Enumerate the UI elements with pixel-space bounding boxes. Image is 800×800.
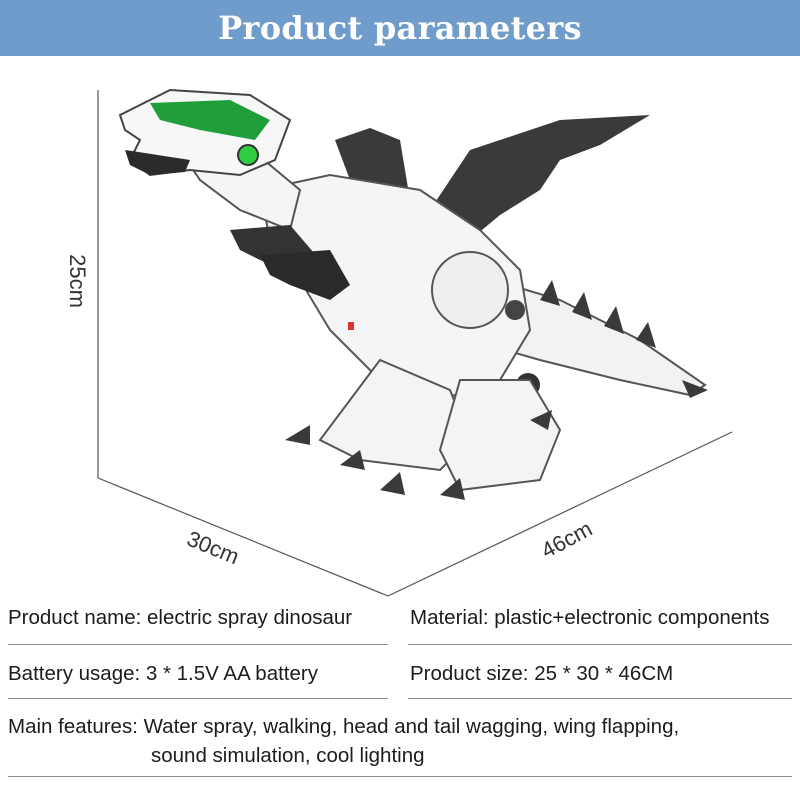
- product-name-text: Product name: electric spray dinosaur: [8, 606, 353, 629]
- header-banner: Product parameters: [0, 0, 800, 56]
- eye-light: [237, 144, 259, 166]
- battery-text: Battery usage: 3 * 1.5V AA battery: [8, 662, 318, 685]
- hip-joint: [431, 251, 509, 329]
- product-photo: [0, 56, 800, 600]
- toe-claws: [285, 410, 552, 500]
- divider: [8, 698, 388, 699]
- divider: [408, 644, 792, 645]
- main-features: Main features: Water spray, walking, hea…: [8, 712, 679, 770]
- mouth: [125, 150, 190, 175]
- divider: [408, 698, 792, 699]
- leg-right: [438, 379, 562, 492]
- dimension-lines: [97, 90, 733, 597]
- switch-knob: [348, 322, 354, 330]
- head-light: [150, 100, 270, 140]
- divider: [8, 644, 388, 645]
- hip-speaker: [505, 300, 525, 320]
- tail-spikes: [540, 280, 708, 398]
- page-title: Product parameters: [218, 9, 582, 47]
- dinosaur-illustration: [97, 88, 733, 597]
- size-text: Product size: 25 * 30 * 46CM: [410, 662, 674, 685]
- material-text: Material: plastic+electronic components: [410, 606, 770, 629]
- dimension-height-label: 25cm: [64, 254, 90, 308]
- divider: [8, 776, 792, 777]
- claw-arm-2: [260, 250, 350, 300]
- features-line-2: sound simulation, cool lighting: [151, 744, 425, 767]
- leg-left: [318, 358, 472, 472]
- features-line-1: Main features: Water spray, walking, hea…: [8, 715, 680, 738]
